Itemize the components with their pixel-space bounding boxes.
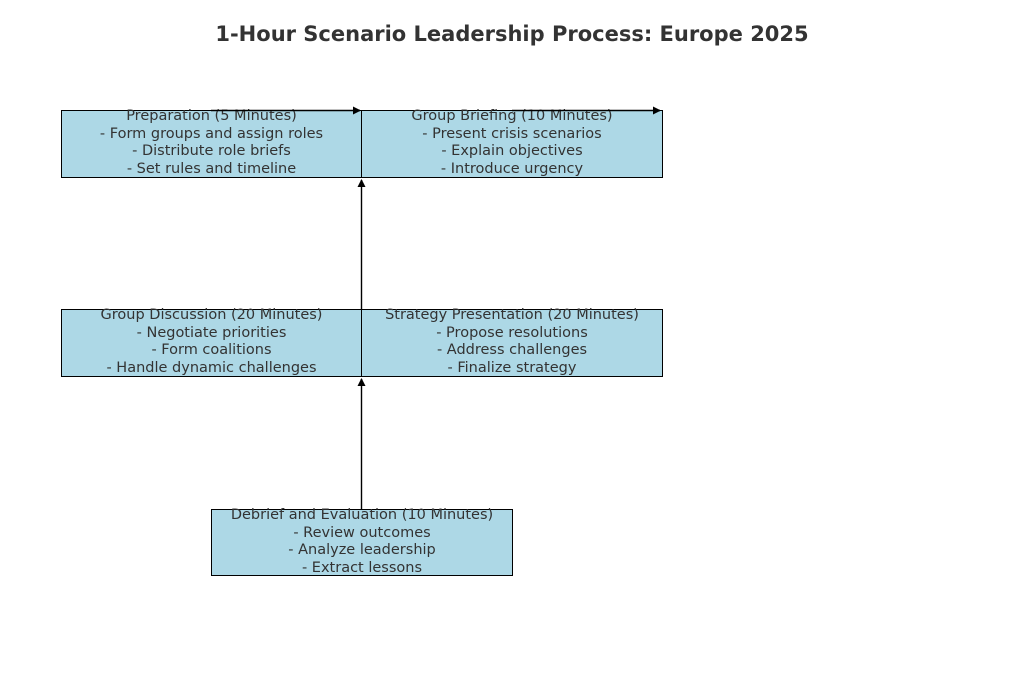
step-heading: Group Briefing (10 Minutes) bbox=[411, 108, 613, 124]
step-box-group-briefing: Group Briefing (10 Minutes) - Present cr… bbox=[361, 108, 663, 178]
step-box-group-discussion: Group Discussion (20 Minutes) - Negotiat… bbox=[61, 307, 362, 377]
step-item: - Extract lessons bbox=[301, 559, 423, 576]
step-item: - Handle dynamic challenges bbox=[106, 359, 317, 376]
step-heading: Strategy Presentation (20 Minutes) bbox=[385, 307, 639, 323]
step-item: - Review outcomes bbox=[293, 524, 431, 541]
step-heading: Preparation (5 Minutes) bbox=[126, 108, 297, 124]
step-box-debrief-evaluation: Debrief and Evaluation (10 Minutes) - Re… bbox=[211, 507, 513, 576]
step-item: - Negotiate priorities bbox=[136, 324, 287, 341]
step-item: - Set rules and timeline bbox=[126, 160, 297, 177]
step-item: - Address challenges bbox=[436, 342, 588, 358]
step-item: - Present crisis scenarios bbox=[422, 125, 602, 142]
step-heading: Group Discussion (20 Minutes) bbox=[100, 307, 323, 323]
step-box-strategy-presentation: Strategy Presentation (20 Minutes) - Pro… bbox=[361, 307, 663, 377]
step-item: - Explain objectives bbox=[441, 143, 583, 159]
step-item: - Analyze leadership bbox=[288, 542, 436, 558]
step-item: - Form coalitions bbox=[151, 342, 272, 358]
diagram-title: 1-Hour Scenario Leadership Process: Euro… bbox=[215, 22, 809, 46]
step-item: - Finalize strategy bbox=[447, 359, 577, 376]
step-heading: Debrief and Evaluation (10 Minutes) bbox=[230, 507, 494, 523]
step-box-preparation: Preparation (5 Minutes) - Form groups an… bbox=[61, 108, 362, 178]
step-item: - Form groups and assign roles bbox=[99, 125, 324, 142]
step-item: - Propose resolutions bbox=[436, 324, 588, 341]
step-item: - Distribute role briefs bbox=[132, 143, 291, 159]
step-item: - Introduce urgency bbox=[440, 160, 584, 177]
